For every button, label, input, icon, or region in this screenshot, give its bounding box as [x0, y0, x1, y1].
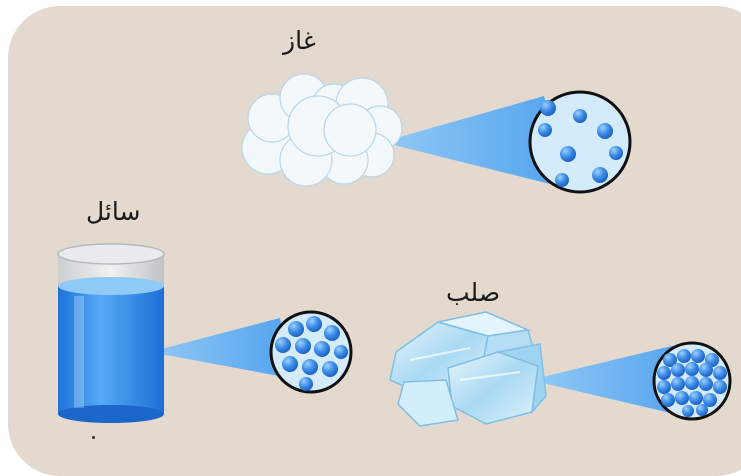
cloud-icon — [242, 74, 402, 186]
liquid-group — [58, 244, 351, 423]
liquid-particle — [275, 337, 291, 353]
gas-particle — [573, 109, 587, 123]
water-glass-icon — [58, 244, 164, 423]
gas-particle — [540, 100, 556, 116]
solid-group — [390, 312, 730, 426]
liquid-particle — [314, 341, 330, 357]
ice-cubes-icon — [390, 312, 546, 426]
gas-particle — [538, 123, 552, 137]
liquid-particle — [334, 345, 348, 359]
gas-particle — [560, 146, 576, 162]
liquid-particle — [282, 356, 298, 372]
liquid-particle — [295, 338, 311, 354]
gas-particle — [592, 167, 608, 183]
liquid-particles-circle — [271, 312, 351, 392]
liquid-particle — [288, 321, 304, 337]
gas-particle — [555, 173, 569, 187]
gas-label: غاز — [283, 26, 316, 55]
liquid-particle — [324, 325, 340, 341]
solid-label: صلب — [446, 278, 500, 307]
liquid-particle — [302, 359, 318, 375]
gas-group — [242, 74, 630, 192]
decorative-dot — [92, 436, 95, 439]
liquid-particle — [299, 377, 313, 391]
gas-particles-circle — [530, 92, 630, 192]
liquid-label: سائل — [86, 197, 140, 226]
gas-particle — [597, 123, 613, 139]
gas-particle — [609, 146, 623, 160]
solid-particles-circle — [654, 343, 730, 419]
liquid-magnifier-beam — [150, 318, 290, 378]
liquid-particle — [322, 361, 338, 377]
liquid-particle — [306, 316, 322, 332]
